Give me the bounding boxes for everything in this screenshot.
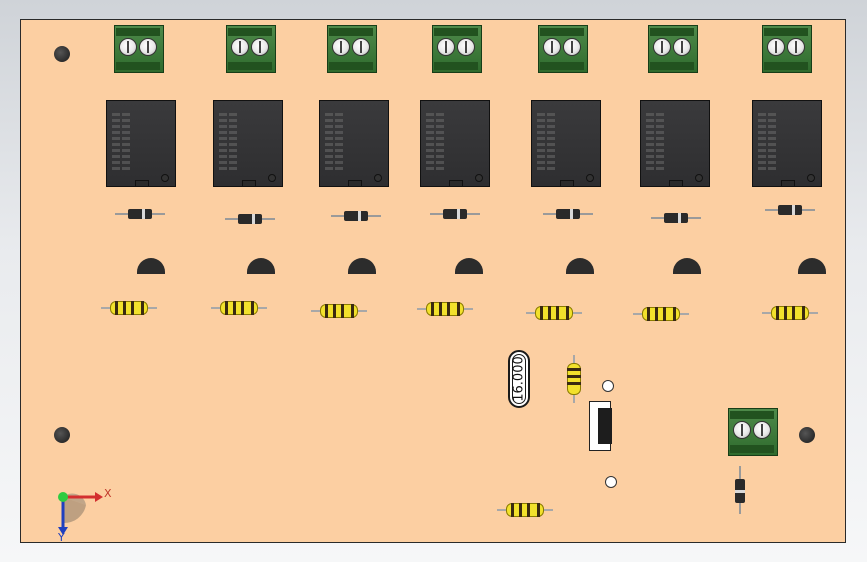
screw-terminal-block[interactable] xyxy=(538,25,588,73)
screw-terminal-block[interactable] xyxy=(728,408,778,456)
resistor[interactable] xyxy=(567,355,581,403)
resistor[interactable] xyxy=(633,307,689,321)
screw-terminal-block[interactable] xyxy=(648,25,698,73)
screw-icon xyxy=(457,38,475,56)
coordinate-triad-icon: X Y xyxy=(48,485,118,545)
voltage-regulator[interactable] xyxy=(589,401,612,451)
relay[interactable] xyxy=(213,100,283,187)
x-axis-label: X xyxy=(104,487,112,500)
screw-icon xyxy=(352,38,370,56)
diode[interactable] xyxy=(543,209,593,219)
screw-icon xyxy=(231,38,249,56)
via-pad xyxy=(602,380,614,392)
screw-icon xyxy=(332,38,350,56)
screw-terminal-block[interactable] xyxy=(114,25,164,73)
screw-icon xyxy=(437,38,455,56)
mounting-hole xyxy=(799,427,815,443)
transistor[interactable] xyxy=(798,258,826,274)
resistor[interactable] xyxy=(526,306,582,320)
resistor[interactable] xyxy=(762,306,818,320)
screw-terminal-block[interactable] xyxy=(762,25,812,73)
relay[interactable] xyxy=(319,100,389,187)
resistor[interactable] xyxy=(211,301,267,315)
resistor[interactable] xyxy=(497,503,553,517)
screw-icon xyxy=(563,38,581,56)
screw-icon xyxy=(543,38,561,56)
screw-icon xyxy=(119,38,137,56)
resistor[interactable] xyxy=(101,301,157,315)
transistor[interactable] xyxy=(455,258,483,274)
relay[interactable] xyxy=(531,100,601,187)
screw-icon xyxy=(767,38,785,56)
screw-terminal-block[interactable] xyxy=(327,25,377,73)
screw-icon xyxy=(653,38,671,56)
transistor[interactable] xyxy=(566,258,594,274)
screw-icon xyxy=(787,38,805,56)
crystal-frequency-label: 16.000 xyxy=(511,356,527,402)
relay[interactable] xyxy=(640,100,710,187)
triad-graphic xyxy=(58,492,103,535)
transistor[interactable] xyxy=(348,258,376,274)
diode[interactable] xyxy=(735,466,745,514)
screw-icon xyxy=(139,38,157,56)
pcb-board[interactable]: 16.000 xyxy=(20,19,846,543)
via-pad xyxy=(605,476,617,488)
diode[interactable] xyxy=(115,209,165,219)
relay[interactable] xyxy=(106,100,176,187)
resistor[interactable] xyxy=(311,304,367,318)
screw-icon xyxy=(753,421,771,439)
y-axis-label: Y xyxy=(58,531,65,544)
mounting-hole xyxy=(54,46,70,62)
screw-terminal-block[interactable] xyxy=(432,25,482,73)
relay[interactable] xyxy=(752,100,822,187)
crystal-oscillator[interactable]: 16.000 xyxy=(508,350,530,408)
screw-icon xyxy=(673,38,691,56)
screw-icon xyxy=(733,421,751,439)
screw-icon xyxy=(251,38,269,56)
transistor[interactable] xyxy=(247,258,275,274)
diode[interactable] xyxy=(331,211,381,221)
diode[interactable] xyxy=(651,213,701,223)
mounting-hole xyxy=(54,427,70,443)
transistor[interactable] xyxy=(137,258,165,274)
diode[interactable] xyxy=(765,205,815,215)
screw-terminal-block[interactable] xyxy=(226,25,276,73)
resistor[interactable] xyxy=(417,302,473,316)
transistor[interactable] xyxy=(673,258,701,274)
diode[interactable] xyxy=(225,214,275,224)
relay[interactable] xyxy=(420,100,490,187)
diode[interactable] xyxy=(430,209,480,219)
